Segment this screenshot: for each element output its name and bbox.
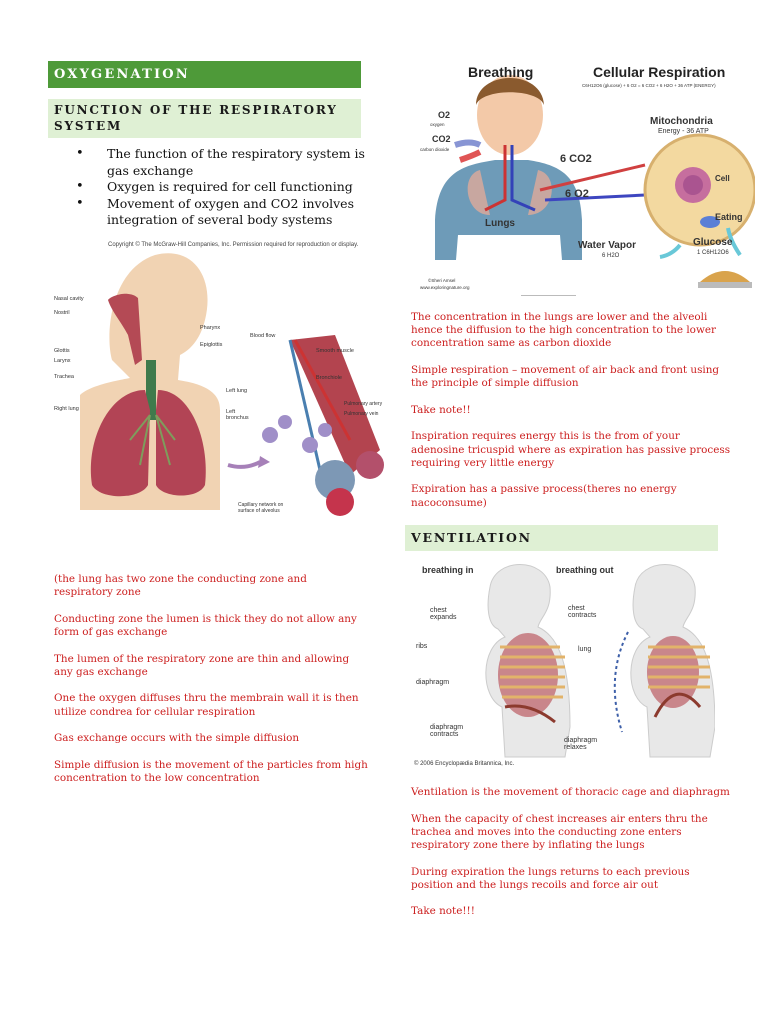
label-pulmonary-artery: Pulmonary artery	[344, 401, 383, 407]
label-diaphragm-relaxes: diaphragm relaxes	[564, 737, 598, 751]
bullet-item: The function of the respiratory system i…	[76, 146, 366, 179]
section-title-oxygenation: OXYGENATION	[48, 61, 361, 88]
note-paragraph: Inspiration requires energy this is the …	[411, 430, 731, 469]
label-o2: O2	[438, 110, 451, 120]
label-lungs: Lungs	[485, 218, 515, 229]
bullet-list: The function of the respiratory system i…	[76, 146, 366, 229]
label-epiglottis: Epiglottis	[200, 342, 223, 348]
label-chest-expands: chest expands	[430, 607, 457, 621]
bullet-item: Oxygen is required for cell functioning	[76, 179, 366, 196]
note-paragraph: The concentration in the lungs are lower…	[411, 311, 716, 350]
label-oxygen: oxygen	[430, 122, 445, 127]
label-co2: CO2	[432, 134, 451, 144]
label-diaphragm: diaphragm	[416, 679, 450, 686]
label-6-co2: 6 CO2	[560, 153, 592, 165]
bullet-item: Movement of oxygen and CO2 involves inte…	[76, 196, 366, 229]
note-paragraph: Simple diffusion is the movement of the …	[54, 758, 368, 784]
label-blood-flow: Blood flow	[250, 333, 276, 339]
respiration-equation: C6H12O6 (glucose) + 6 O2 = 6 CO2 + 6 H2O…	[582, 83, 716, 88]
figure-copyright: Copyright © The McGraw-Hill Companies, I…	[108, 242, 359, 248]
label-left-bronchus: Left bronchus	[226, 409, 249, 421]
label-energy-atp: Energy - 36 ATP	[658, 128, 709, 135]
left-notes: (the lung has two zone the conducting zo…	[54, 573, 369, 799]
label-cell: Cell	[715, 174, 730, 183]
note-paragraph: Conducting zone the lumen is thick they …	[54, 612, 357, 638]
label-right-lung: Right lung	[54, 406, 79, 412]
note-paragraph: (the lung has two zone the conducting zo…	[54, 573, 307, 599]
respiratory-illustration	[80, 253, 384, 516]
label-smooth-muscle: Smooth muscle	[316, 348, 354, 354]
label-trachea: Trachea	[54, 374, 74, 380]
label-lung: lung	[578, 646, 592, 653]
note-paragraph: One the oxygen diffuses thru the membrai…	[54, 692, 359, 718]
label-water-vapor: Water Vapor	[578, 240, 636, 251]
label-breathing-out: breathing out	[556, 565, 614, 575]
label-capillary-network: Capillary network on surface of alveolus	[238, 502, 284, 514]
label-diaphragm-contracts: diaphragm contracts	[430, 724, 464, 738]
label-nostril: Nostril	[54, 310, 70, 316]
ventilation-illustration	[485, 564, 715, 758]
respiratory-system-figure: Copyright © The McGraw-Hill Companies, I…	[50, 240, 390, 525]
label-breathing-in: breathing in	[422, 565, 474, 575]
subsection-title-function: FUNCTION OF THE RESPIRATORY SYSTEM	[48, 99, 361, 138]
label-pharynx: Pharynx	[200, 325, 221, 331]
label-larynx: Larynx	[54, 358, 71, 364]
note-paragraph: Expiration has a passive process(theres …	[411, 483, 677, 509]
label-left-lung: Left lung	[226, 388, 248, 394]
divider	[521, 295, 576, 296]
label-glucose-formula: 1 C6H12O6	[697, 250, 729, 256]
breathing-illustration	[435, 75, 755, 288]
breathing-cellular-respiration-figure: Breathing Cellular Respiration C6H12O6 (…	[410, 60, 755, 300]
label-chest-contracts: chest contracts	[568, 605, 597, 619]
ventilation-copyright: © 2006 Encyclopædia Britannica, Inc.	[414, 761, 515, 767]
label-bronchiole: Bronchiole	[316, 375, 342, 381]
label-water-formula: 6 H2O	[602, 253, 620, 259]
label-eating: Eating	[715, 212, 743, 222]
label-pulmonary-vein: Pulmonary vein	[344, 411, 379, 417]
label-glottis: Glottis	[54, 348, 70, 354]
note-paragraph: Take note!!!	[411, 905, 475, 918]
right-notes-bottom: Ventilation is the movement of thoracic …	[411, 786, 731, 932]
title-breathing: Breathing	[468, 64, 534, 80]
label-6-o2: 6 O2	[565, 188, 589, 200]
note-paragraph: Ventilation is the movement of thoracic …	[411, 786, 730, 798]
ventilation-figure: breathing in breathing out chest expands…	[410, 557, 715, 775]
section-title-ventilation: VENTILATION	[405, 525, 718, 551]
label-carbon-dioxide: carbon dioxide	[420, 147, 450, 152]
note-paragraph: During expiration the lungs returns to e…	[411, 865, 690, 891]
label-ribs: ribs	[416, 643, 428, 650]
label-nasal-cavity: Nasal cavity	[54, 296, 84, 302]
note-paragraph: Simple respiration – movement of air bac…	[411, 364, 720, 390]
note-paragraph: Gas exchange occurs with the simple diff…	[54, 732, 300, 745]
note-paragraph: Take note!!	[411, 403, 471, 416]
credit-author: ©Sheri Amsel	[428, 278, 456, 283]
title-cellular-respiration: Cellular Respiration	[593, 64, 726, 80]
label-glucose: Glucose	[693, 237, 733, 248]
credit-website: www.exploringnature.org	[420, 285, 470, 290]
right-notes-top: The concentration in the lungs are lower…	[411, 311, 731, 523]
label-mitochondria: Mitochondria	[650, 116, 713, 127]
note-paragraph: The lumen of the respiratory zone are th…	[54, 652, 350, 678]
note-paragraph: When the capacity of chest increases air…	[411, 812, 708, 851]
